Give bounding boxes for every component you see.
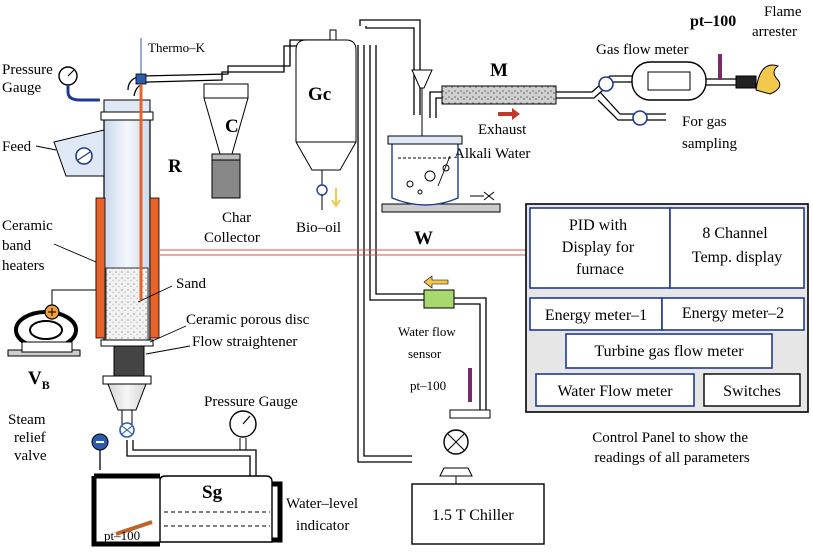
alkali-water-label: Alkali Water	[454, 146, 530, 162]
sg-label: Sg	[202, 482, 223, 503]
thermo-k-label: Thermo–K	[148, 40, 206, 55]
pipes	[51, 19, 736, 484]
m-filter	[441, 85, 557, 105]
water-flow-meter-label: Water Flow meter	[557, 383, 673, 400]
reactor-label: R	[168, 156, 182, 177]
pt100-top-label: pt–100	[690, 13, 736, 30]
control-panel-caption: Control Panel to show the readings of al…	[592, 430, 752, 466]
exhaust-arrow	[498, 108, 520, 120]
bio-oil-label: Bio–oil	[296, 220, 341, 236]
char-collector-label: Char Collector	[204, 210, 260, 246]
exhaust-label: Exhaust	[478, 122, 527, 138]
gas-flow-meter	[598, 54, 781, 126]
temp-display-label: 8 Channel Temp. display	[692, 225, 782, 266]
flow-straightener-label: Flow straightener	[192, 334, 297, 350]
m-label: M	[490, 60, 508, 81]
steam-generator	[91, 410, 283, 547]
cyclone-label: C	[225, 116, 239, 137]
water-flow-sensor	[423, 275, 491, 477]
gc-label: Gc	[308, 84, 331, 105]
turbine-gas-flow-meter-label: Turbine gas flow meter	[594, 343, 744, 360]
steam-relief-label: Steam relief valve	[8, 412, 49, 464]
ceramic-disc-label: Ceramic porous disc	[186, 312, 310, 328]
leader-lines	[35, 145, 451, 355]
feed-label: Feed	[2, 139, 32, 155]
reactor	[53, 38, 160, 438]
energy-meter-2-label: Energy meter–2	[682, 305, 784, 322]
gas-condenser	[295, 29, 357, 210]
ceramic-band-label: Ceramic band heaters	[2, 218, 57, 274]
sand-label: Sand	[176, 276, 207, 292]
switches-label: Switches	[723, 383, 781, 400]
alkali-scrubber	[381, 69, 501, 213]
pid-label: PID with Display for furnace	[562, 217, 638, 278]
chiller-label: 1.5 T Chiller	[432, 507, 514, 524]
pressure-gauge-bottom-label: Pressure Gauge	[204, 394, 298, 410]
pressure-gauge-top-label: Pressure Gauge	[2, 62, 57, 96]
cyclone	[203, 83, 249, 199]
gas-sampling-label: For gas sampling	[682, 114, 737, 152]
water-level-label: Water–level indicator	[286, 496, 362, 534]
gas-flow-meter-label: Gas flow meter	[596, 42, 688, 58]
energy-meter-1-label: Energy meter–1	[545, 307, 647, 324]
water-flow-sensor-label: Water flow sensor	[398, 324, 459, 361]
vb-blower	[7, 304, 81, 357]
flame-arrester-label: Flame arrester	[752, 4, 805, 40]
pt100-mid-label: pt–100	[410, 378, 446, 393]
chiller-box	[411, 483, 545, 545]
w-label: W	[414, 228, 433, 249]
vb-label: VB	[28, 368, 50, 392]
pt100-bottom-label: pt–100	[104, 528, 140, 543]
control-panel: PID with Display for furnace 8 Channel T…	[525, 203, 809, 413]
